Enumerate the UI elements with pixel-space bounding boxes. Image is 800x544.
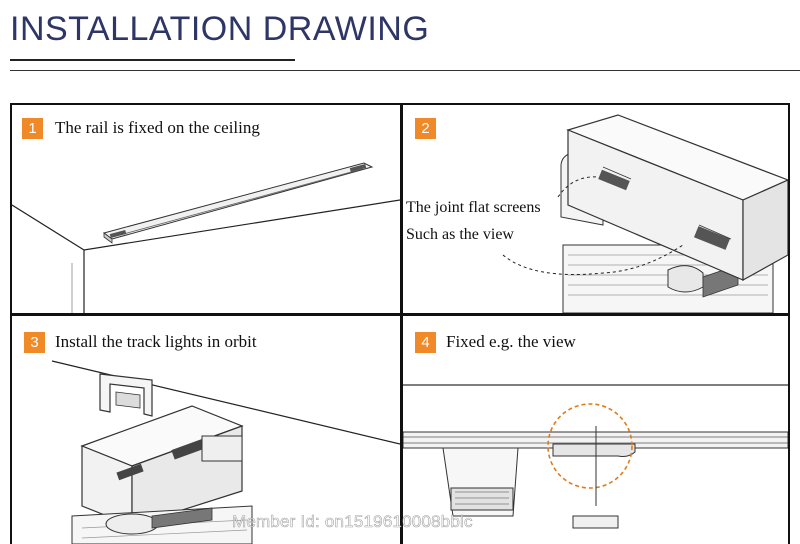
member-id-watermark: Member Id: on1519610008bblc: [232, 512, 473, 532]
step-2-badge: 2: [415, 118, 436, 139]
ceiling-rail-illustration: [12, 162, 400, 313]
step-3-panel: 3 Install the track lights in orbit: [12, 316, 400, 544]
track-light-install-illustration: [51, 360, 400, 544]
step-2-note-joint: The joint flat screens: [406, 199, 541, 216]
step-2-panel: 2 The joint flat screens Such as the vie…: [403, 105, 788, 313]
joint-detail-illustration: [502, 114, 788, 313]
header-divider: [10, 70, 800, 71]
step-3-caption: Install the track lights in orbit: [55, 332, 257, 351]
panel-divider-horizontal: [10, 313, 790, 316]
step-1-caption: The rail is fixed on the ceiling: [55, 118, 260, 137]
step-1-badge: 1: [22, 118, 43, 139]
step-3-badge: 3: [24, 332, 45, 353]
title-underline: [10, 59, 295, 61]
step-4-badge: 4: [415, 332, 436, 353]
step-1-panel: 1 The rail is fixed on the ceiling: [12, 105, 400, 313]
step-4-caption: Fixed e.g. the view: [446, 332, 576, 351]
page-title: INSTALLATION DRAWING: [10, 10, 430, 48]
step-2-note-view: Such as the view: [406, 226, 514, 243]
fixed-detail-illustration: [403, 384, 788, 529]
panel-divider-vertical: [400, 103, 403, 544]
step-4-panel: 4 Fixed e.g. the view: [403, 316, 788, 544]
